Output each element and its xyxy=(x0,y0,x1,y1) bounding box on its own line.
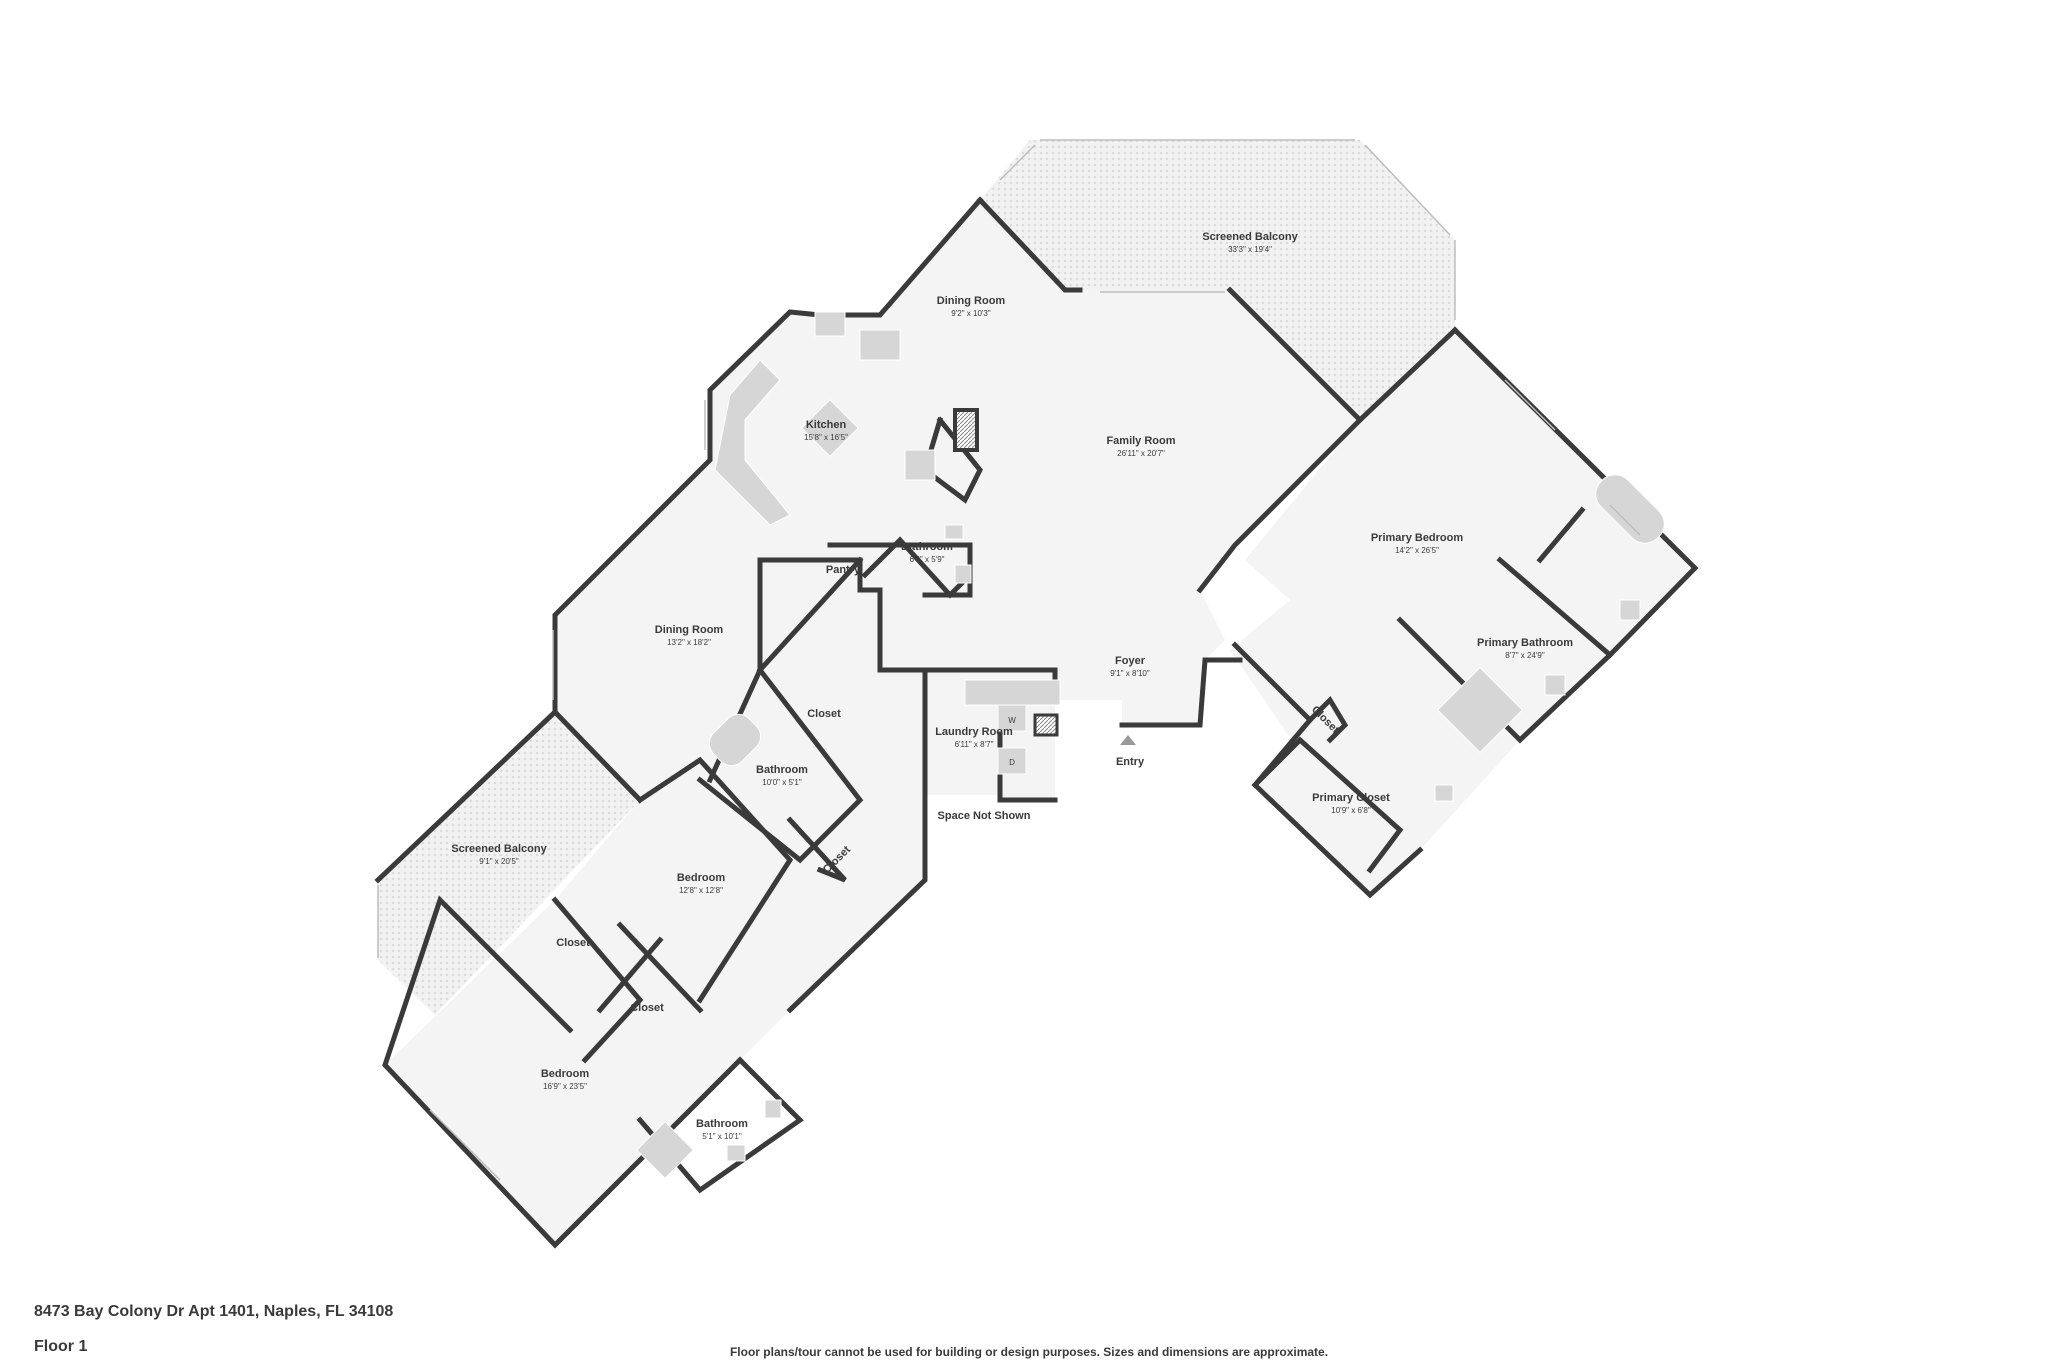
closet-c-name: Closet xyxy=(556,937,590,949)
dining-room-top-name: Dining Room xyxy=(937,295,1006,307)
bathroom-center-name: Bathroom xyxy=(901,541,953,553)
bedroom-mid-name: Bedroom xyxy=(677,872,726,884)
bathtub-primary-icon xyxy=(1595,474,1665,544)
primary-closet-name: Primary Closet xyxy=(1312,792,1390,804)
laundry-room-dim: 6'11" x 8'7" xyxy=(955,740,994,749)
primary-closet-dim: 10'9" x 6'8" xyxy=(1331,806,1371,815)
dryer-label: D xyxy=(1009,758,1015,767)
washer-label: W xyxy=(1008,716,1016,725)
dining-room-main-dim: 13'2" x 18'2" xyxy=(667,638,711,647)
shower-bottom-icon xyxy=(636,1121,694,1179)
east-wing-floor-area xyxy=(1230,330,1695,895)
screened-balcony-west-area xyxy=(378,712,640,1015)
kitchen-dim: 15'8" x 16'5" xyxy=(804,433,848,442)
bathroom-bottom-name: Bathroom xyxy=(696,1118,748,1130)
entry-arrow-icon xyxy=(1120,735,1136,745)
washer-appliance xyxy=(997,704,1027,732)
dining-room-main-name: Dining Room xyxy=(655,624,724,636)
entry-name: Entry xyxy=(1116,756,1145,768)
pantry-name: Pantry xyxy=(826,564,861,576)
property-address: 8473 Bay Colony Dr Apt 1401, Naples, FL … xyxy=(34,1303,394,1320)
interior-walls xyxy=(551,416,1614,1194)
kitchen-sink-icon xyxy=(814,311,846,337)
primary-bedroom-dim: 14'2" x 26'5" xyxy=(1395,546,1439,555)
screened-balcony-top-dim: 33'3" x 19'4" xyxy=(1228,245,1272,254)
bathroom-bottom-dim: 5'1" x 10'1" xyxy=(702,1132,742,1141)
screened-balcony-top-area xyxy=(980,140,1455,420)
primary-bathroom-name: Primary Bathroom xyxy=(1477,637,1573,649)
primary-sink-icon xyxy=(1619,599,1641,621)
kitchen-island-icon xyxy=(801,399,859,457)
screened-balcony-west-name: Screened Balcony xyxy=(451,843,547,855)
screened-balcony-west-dim: 9'1" x 20'5" xyxy=(479,857,519,866)
foyer-dim: 9'1" x 8'10" xyxy=(1110,669,1150,678)
family-room-name: Family Room xyxy=(1106,435,1175,447)
bottom-sink-icon xyxy=(764,1099,782,1119)
toilet-icon xyxy=(944,524,964,540)
kitchen-name: Kitchen xyxy=(806,419,847,431)
bottom-toilet-icon xyxy=(726,1144,746,1162)
primary-sink-2-icon xyxy=(1544,674,1566,696)
primary-bedroom-name: Primary Bedroom xyxy=(1371,532,1464,544)
bathroom-center-dim: 6'3" x 5'9" xyxy=(910,555,945,564)
fixtures xyxy=(636,311,1665,1179)
floor-label: Floor 1 xyxy=(34,1338,88,1355)
screened-balcony-top-name: Screened Balcony xyxy=(1202,231,1298,243)
closet-d-name: Closet xyxy=(630,1002,664,1014)
dryer-appliance xyxy=(997,747,1027,775)
shower-icon xyxy=(1436,666,1524,754)
bedroom-mid-dim: 12'8" x 12'8" xyxy=(679,886,723,895)
sink-icon xyxy=(954,564,972,584)
primary-bathroom-dim: 8'7" x 24'9" xyxy=(1505,651,1545,660)
bedroom-bottom-dim: 16'9" x 23'5" xyxy=(543,1082,587,1091)
hatched-laundry-icon xyxy=(1033,713,1059,737)
range-icon xyxy=(859,329,901,361)
bedroom-bottom-name: Bedroom xyxy=(541,1068,590,1080)
primary-toilet-icon xyxy=(1434,784,1454,802)
bathtub-icon xyxy=(708,713,762,767)
disclaimer-text: Floor plans/tour cannot be used for buil… xyxy=(729,1345,1329,1359)
space-not-shown-name: Space Not Shown xyxy=(938,810,1031,822)
hatched-closet-icon xyxy=(953,408,979,452)
windows xyxy=(377,139,1641,1181)
closet-a-name: Closet xyxy=(807,708,841,720)
laundry-counter-icon xyxy=(964,679,1061,706)
family-room-dim: 26'11" x 20'7" xyxy=(1117,449,1165,458)
foyer-name: Foyer xyxy=(1115,655,1146,667)
bathroom-west-dim: 10'0" x 5'1" xyxy=(762,778,802,787)
laundry-room-name: Laundry Room xyxy=(935,726,1013,738)
refrigerator-icon xyxy=(904,449,936,481)
kitchen-counter-icon xyxy=(714,359,791,526)
dining-room-top-dim: 9'2" x 10'3" xyxy=(951,309,991,318)
bathroom-west-name: Bathroom xyxy=(756,764,808,776)
